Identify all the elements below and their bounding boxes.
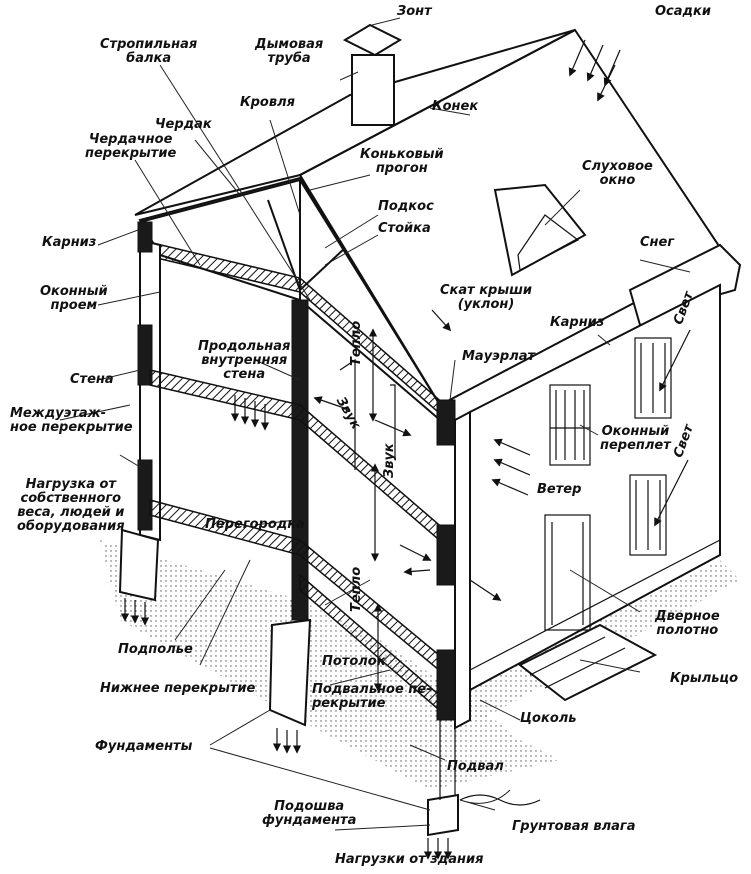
left-foundation: [118, 528, 160, 602]
label-stoika: Стойка: [378, 221, 431, 236]
label-karniz-left: Карниз: [42, 235, 97, 250]
label-krovlya: Кровля: [240, 95, 295, 110]
label-nagruzki-ot-zdaniya: Нагрузки от здания: [335, 852, 484, 867]
label-zvuk-bottom: Звук: [382, 443, 397, 478]
rafter-right: [299, 179, 441, 406]
load-arrows: [120, 395, 453, 860]
right-wall-dark-1: [436, 399, 456, 446]
leader-lines: [59, 17, 691, 831]
label-konkovyi-progon: Коньковый прогон: [360, 147, 444, 176]
facade-window-3: [629, 474, 667, 556]
label-sneg: Снег: [640, 235, 675, 250]
label-zont: Зонт: [397, 4, 432, 19]
label-skat-kryshi: Скат крыши (уклон): [440, 283, 532, 312]
slope-arrow: [431, 309, 452, 332]
center-wall-column: [291, 299, 309, 621]
roof-ridge: [299, 29, 576, 176]
label-podpole: Подполье: [118, 642, 193, 657]
facade-window-1: [549, 384, 591, 466]
right-wall-section: [454, 410, 471, 730]
label-podoshva: Подошва фундамента: [262, 799, 357, 828]
strut-right: [299, 247, 346, 291]
label-veter: Ветер: [537, 482, 582, 497]
wind-arrows: [491, 438, 531, 496]
label-cherdak: Чердак: [155, 117, 212, 132]
label-tsokol: Цоколь: [520, 711, 577, 726]
chimney-body: [351, 54, 395, 126]
attic-right-wall: [339, 358, 396, 470]
strut-left: [267, 199, 301, 291]
right-wall-dark-3: [436, 649, 456, 721]
label-prodolnaya-stena: Продольная внутренняя стена: [198, 339, 291, 382]
label-dvernoe-polotno: Дверное полотно: [655, 609, 720, 638]
right-foundation: [427, 793, 459, 837]
ground-surface: [100, 540, 560, 790]
label-karniz-right: Карниз: [550, 315, 605, 330]
label-okonnyi-pereplet: Оконный переплет: [600, 424, 671, 453]
left-wall-dark-3: [137, 459, 153, 531]
label-nagruzka-ves: Нагрузка от собственного веса, людей и о…: [17, 477, 125, 534]
right-wall-dark-2: [436, 524, 456, 586]
dormer-window: [517, 214, 580, 271]
right-foundation-stem: [439, 720, 456, 800]
ground-moisture: [459, 794, 541, 806]
label-okonnyi-proem: Оконный проем: [40, 284, 108, 313]
label-fundamenty: Фундаменты: [95, 739, 193, 754]
chimney-cap: [342, 23, 403, 57]
label-podvalnoe-perekrytie: Подвальное пе- рекрытие: [312, 682, 432, 711]
label-mauerlat: Мауэрлат: [462, 349, 536, 364]
label-konek: Конек: [432, 99, 479, 114]
left-wall-dark-1: [137, 221, 153, 253]
label-podval: Подвал: [447, 759, 504, 774]
label-gruntovaya-vlaga: Грунтовая влага: [512, 819, 636, 834]
label-sluhovoe-okno: Слуховое окно: [582, 159, 653, 188]
left-wall-dark-2: [137, 324, 153, 386]
label-stropilnaya-balka: Стропильная балка: [100, 37, 198, 66]
rafter-left: [139, 179, 301, 223]
center-foundation: [268, 618, 312, 727]
label-kryltso: Крыльцо: [670, 671, 738, 686]
label-cherdachnoe-perekrytie: Чердачное перекрытие: [85, 132, 177, 161]
label-stena: Стена: [70, 372, 114, 387]
label-potolok: Потолок: [322, 654, 386, 669]
facade-window-2: [634, 337, 672, 419]
label-mezhduetazhnoe: Междуэтаж- ное перекрытие: [10, 406, 133, 435]
label-peregorodka: Перегородка: [205, 517, 305, 532]
label-teplo-bottom: Тепло: [349, 566, 364, 612]
label-nizhnee-perekrytie: Нижнее перекрытие: [100, 681, 256, 696]
label-osadki: Осадки: [655, 4, 711, 19]
precipitation-arrows: [568, 39, 621, 102]
plinth: [469, 539, 721, 691]
heat-sound-arrows: [313, 328, 502, 692]
label-teplo-top: Тепло: [349, 320, 364, 366]
porch-steps: [518, 623, 658, 702]
label-podkos: Подкос: [378, 199, 434, 214]
label-dymovaya-truba: Дымовая труба: [255, 37, 324, 66]
light-arrows: [654, 329, 691, 527]
facade-door: [544, 514, 591, 631]
